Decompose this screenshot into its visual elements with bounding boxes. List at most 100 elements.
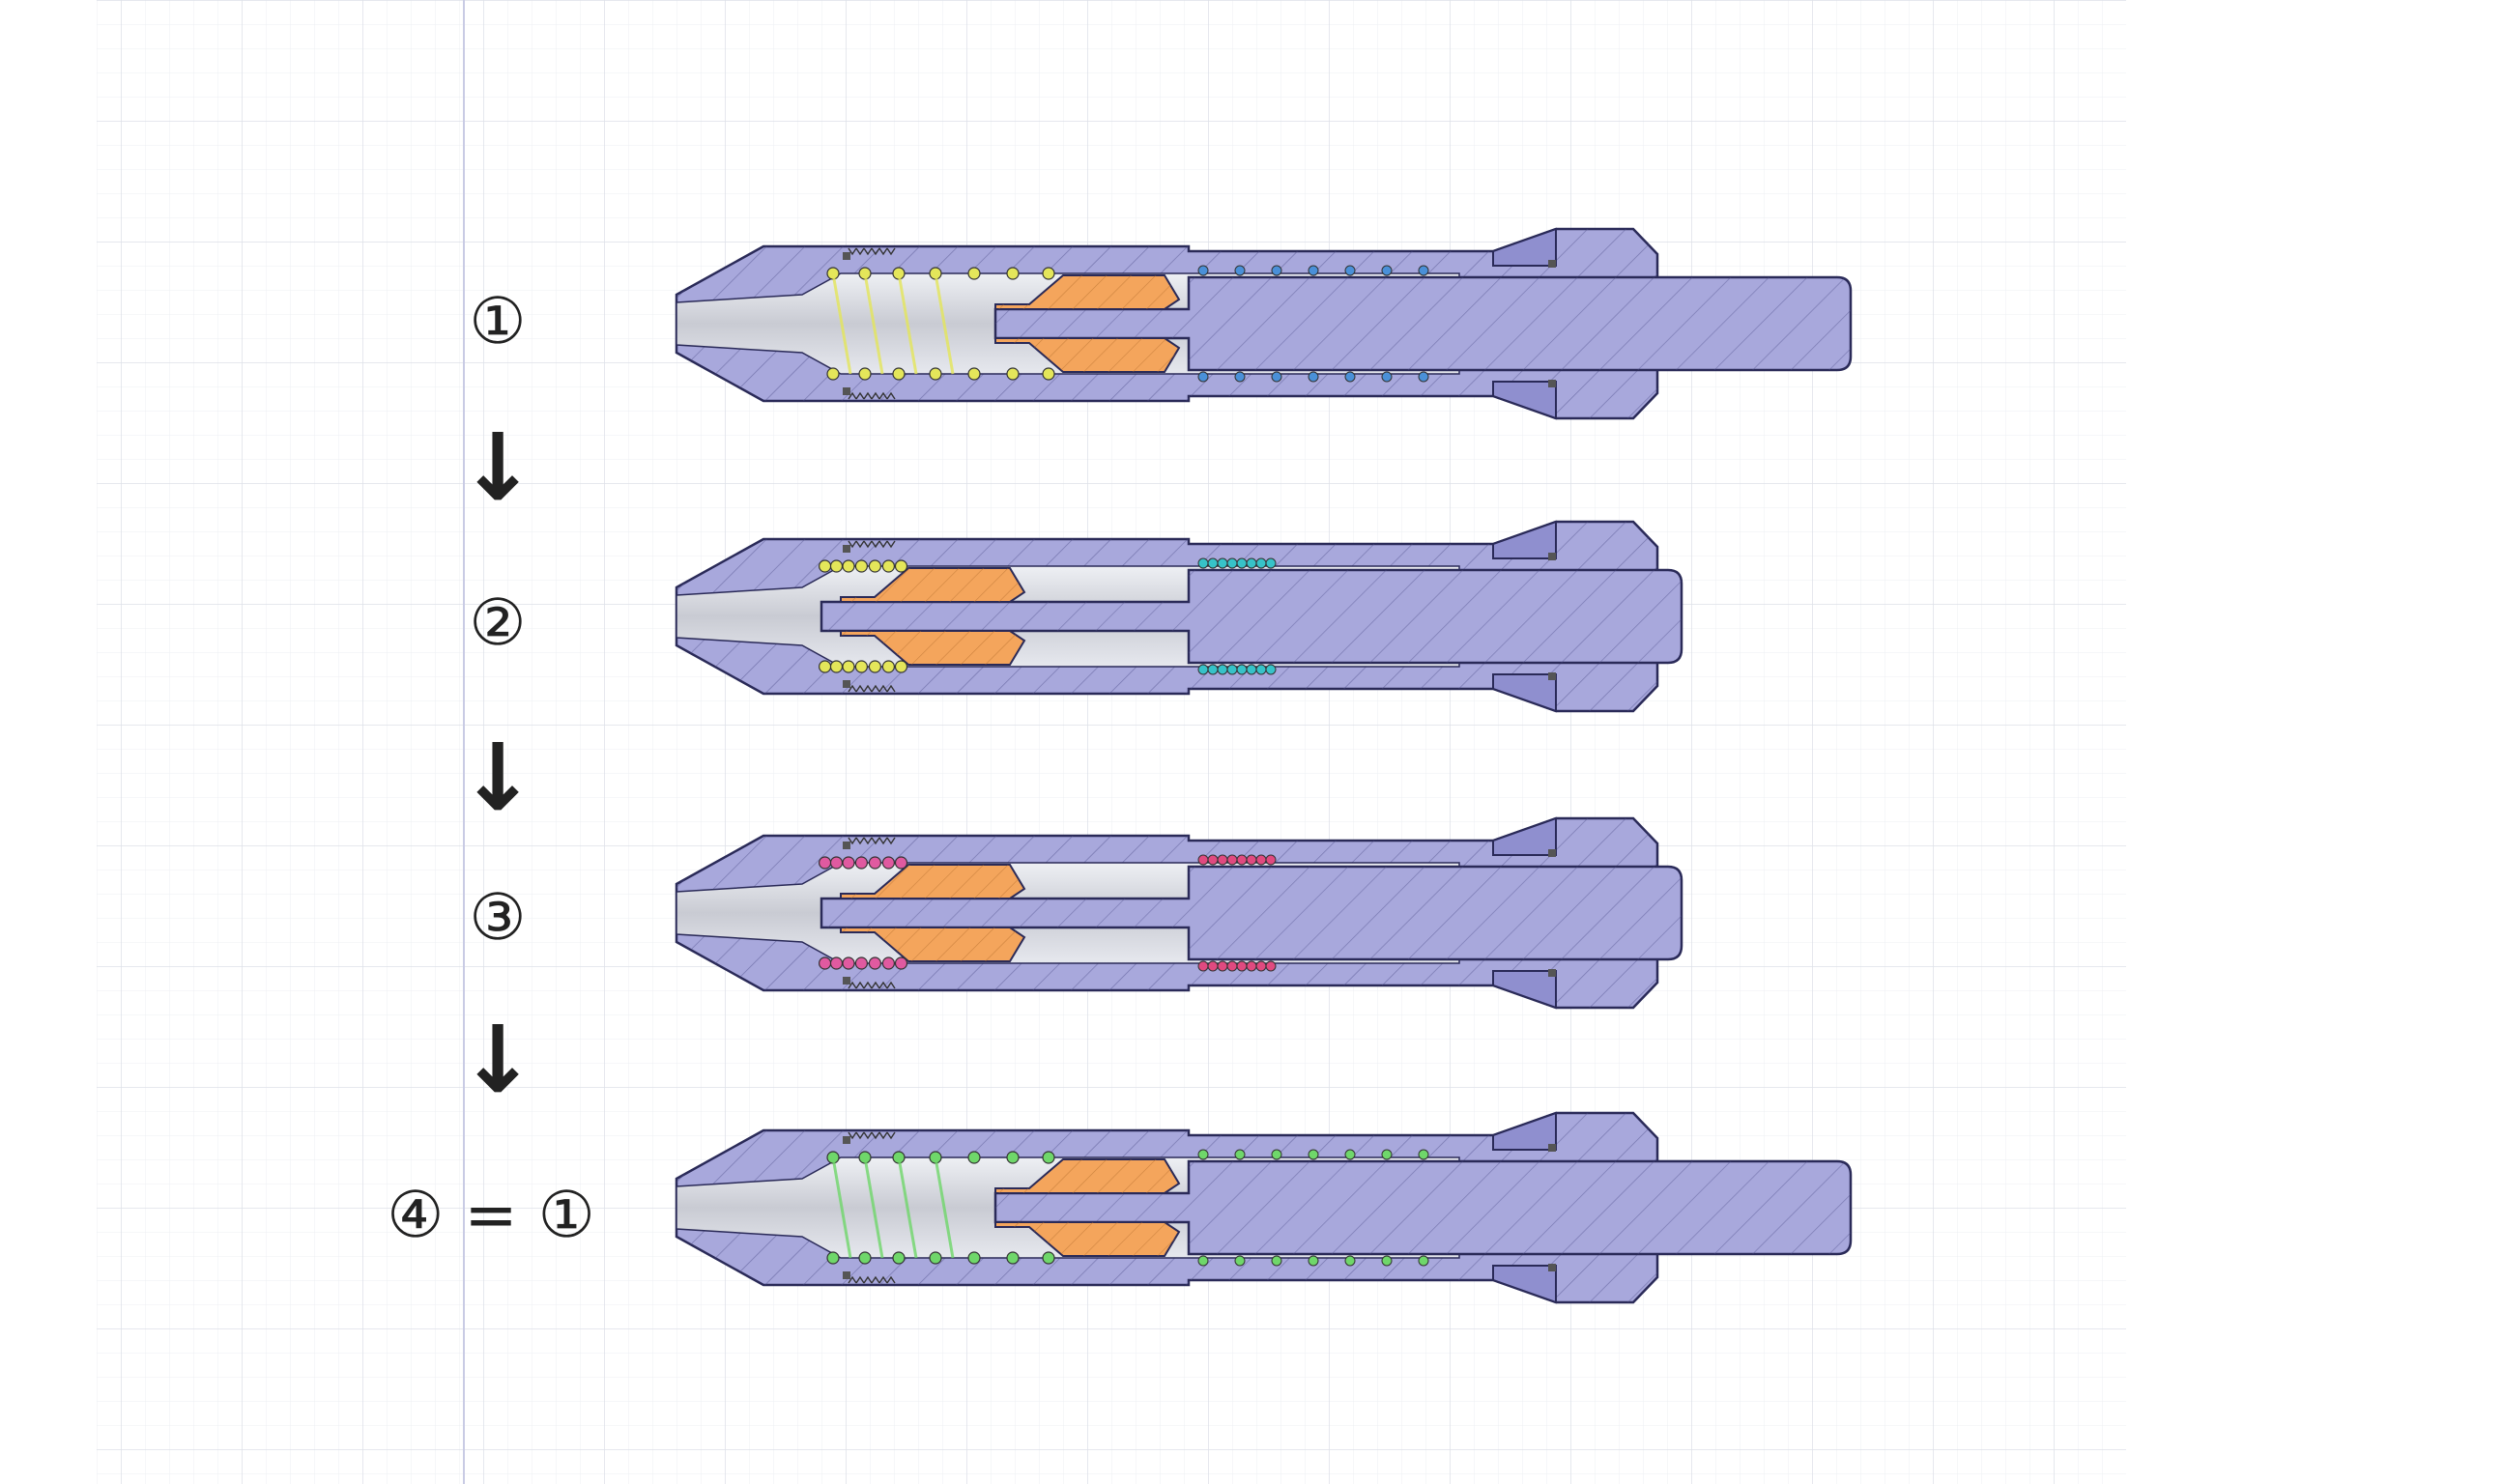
spring-coil — [894, 856, 908, 870]
thread-mark — [878, 1275, 888, 1284]
spring2-coil — [1308, 1149, 1319, 1160]
spring-coil — [842, 856, 855, 870]
plunger-rod-hatch — [821, 570, 1682, 663]
thread-mark — [855, 684, 865, 693]
thread-marker — [843, 977, 850, 985]
thread-marker — [1548, 969, 1556, 977]
spring-coil — [826, 367, 840, 381]
thread-mark — [863, 1275, 873, 1284]
thread-marker — [843, 842, 850, 849]
spring-coil — [818, 559, 832, 573]
spring-coil — [1006, 1151, 1020, 1164]
thread-nut — [1492, 520, 1557, 559]
thread-mark — [848, 684, 857, 693]
spring2-coil — [1271, 1255, 1282, 1267]
spring2-coil — [1271, 371, 1282, 383]
spring2-coil — [1381, 1255, 1393, 1267]
spring2-coil — [1197, 371, 1209, 383]
orange-sleeve-hatch — [841, 928, 1024, 961]
spring-coil — [854, 956, 869, 970]
thread-mark — [871, 981, 880, 989]
thread-mark — [871, 1131, 880, 1140]
spring2-coil — [1234, 1149, 1246, 1160]
spring2-coil — [1236, 960, 1248, 972]
spring2-coil — [1226, 854, 1238, 866]
step-2-label: ② — [469, 585, 527, 660]
arrow-down-icon: ↓ — [458, 414, 537, 522]
spring2-coil — [1236, 664, 1248, 675]
thread-mark — [863, 247, 873, 256]
thread-mark — [855, 247, 865, 256]
thread-mark — [863, 540, 873, 549]
spring2-coil — [1308, 1255, 1319, 1267]
spring-wire — [863, 1156, 884, 1259]
spring2-coil — [1246, 854, 1257, 866]
thread-nut — [1492, 1111, 1557, 1151]
thread-marker — [1548, 380, 1556, 387]
spring-wire — [897, 1156, 918, 1259]
thread-mark — [886, 391, 896, 400]
spring-coil — [818, 660, 832, 673]
spring-coil — [829, 856, 844, 870]
spring2-coil — [1246, 557, 1257, 569]
spring-coil — [967, 1251, 981, 1265]
spring-coil — [854, 856, 869, 870]
step-3-label: ③ — [469, 880, 527, 955]
thread-mark — [878, 540, 888, 549]
spring2-coil — [1418, 1255, 1429, 1267]
thread-mark — [886, 1275, 896, 1284]
plunger-rod-hatch — [821, 867, 1682, 959]
spring2-coil — [1197, 664, 1209, 675]
thread-mark — [886, 981, 896, 989]
spring2-coil — [1197, 960, 1209, 972]
spring2-coil — [1255, 664, 1267, 675]
spring-coil — [967, 1151, 981, 1164]
spring-coil — [818, 956, 832, 970]
spring-coil — [842, 956, 855, 970]
thread-mark — [863, 684, 873, 693]
orange-sleeve-hatch — [995, 275, 1179, 309]
spring2-coil — [1236, 854, 1248, 866]
spring2-coil — [1234, 1255, 1246, 1267]
spring2-coil — [1308, 371, 1319, 383]
orange-sleeve-hatch — [841, 631, 1024, 665]
thread-mark — [855, 391, 865, 400]
spring-coil — [868, 559, 882, 573]
spring-coil — [829, 559, 844, 573]
thread-mark — [863, 981, 873, 989]
spring-coil — [894, 559, 908, 573]
thread-mark — [848, 1131, 857, 1140]
thread-mark — [886, 540, 896, 549]
thread-mark — [848, 981, 857, 989]
thread-mark — [855, 837, 865, 845]
thread-mark — [848, 247, 857, 256]
spring2-coil — [1217, 854, 1228, 866]
spring2-coil — [1381, 1149, 1393, 1160]
spring2-coil — [1246, 960, 1257, 972]
thread-mark — [871, 1275, 880, 1284]
thread-mark — [855, 981, 865, 989]
thread-marker — [1548, 849, 1556, 857]
spring-coil — [1042, 267, 1055, 280]
spring-coil — [1006, 1251, 1020, 1265]
spring-wire — [897, 272, 918, 375]
spring2-coil — [1217, 557, 1228, 569]
thread-mark — [855, 540, 865, 549]
thread-mark — [878, 837, 888, 845]
thread-marker — [843, 1271, 850, 1279]
spring-coil — [868, 956, 882, 970]
spring-coil — [892, 1251, 906, 1265]
spring-coil — [854, 660, 869, 673]
spring2-coil — [1381, 265, 1393, 276]
thread-marker — [843, 252, 850, 260]
assembly-step-4 — [675, 1111, 1853, 1304]
thread-mark — [871, 684, 880, 693]
spring2-coil — [1255, 854, 1267, 866]
spring-coil — [858, 1251, 872, 1265]
spring-coil — [1042, 1151, 1055, 1164]
spring-coil — [894, 660, 908, 673]
thread-mark — [878, 1131, 888, 1140]
orange-sleeve-hatch — [841, 865, 1024, 899]
thread-marker — [1548, 1144, 1556, 1152]
thread-nut — [1492, 227, 1557, 267]
